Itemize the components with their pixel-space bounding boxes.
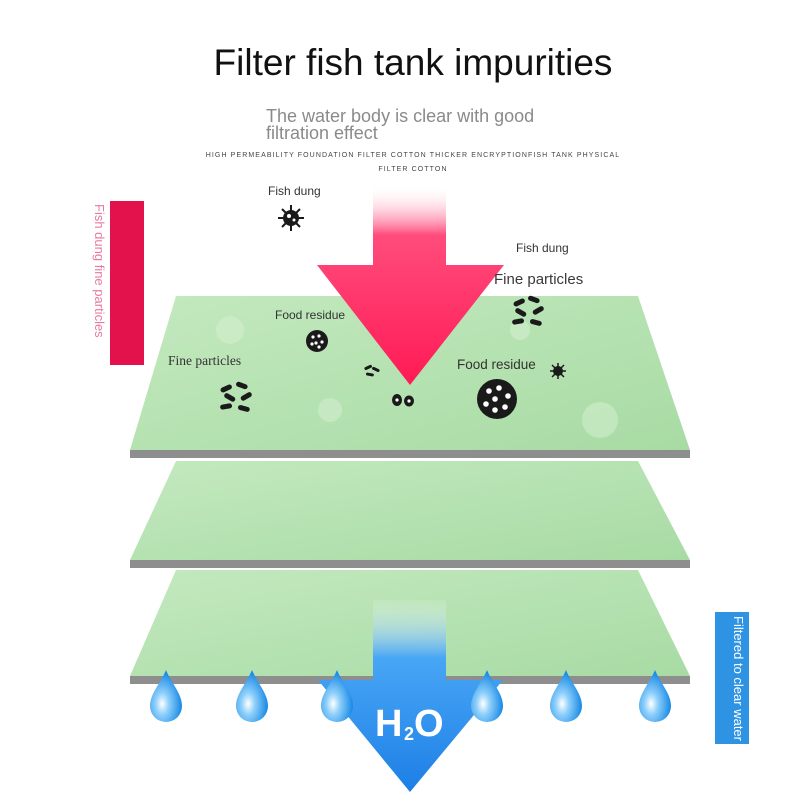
label-fine-particles-right: Fine particles [494, 271, 584, 288]
trapped-particles-icon [392, 394, 414, 407]
h2o-label: H 2 O [375, 703, 444, 745]
fine-particles-left-icon [220, 381, 252, 412]
water-droplet-icon [471, 670, 503, 722]
side-tag-left [110, 201, 144, 365]
small-germ-icon [550, 363, 566, 379]
water-droplet-icon [236, 670, 268, 722]
label-food-residue-right: Food residue [457, 357, 536, 372]
svg-text:2: 2 [404, 724, 414, 744]
tiny-particles-icon [364, 364, 380, 377]
label-fish-dung-right: Fish dung [516, 241, 569, 255]
water-droplet-icon [550, 670, 582, 722]
label-fish-dung-top: Fish dung [268, 184, 321, 198]
water-droplet-icon [639, 670, 671, 722]
side-tag-right-text: Filtered to clear water [731, 616, 746, 741]
page-title: Filter fish tank impurities [213, 42, 613, 83]
food-residue-small-icon [306, 330, 328, 352]
water-droplets [150, 670, 671, 722]
svg-text:H: H [375, 703, 402, 745]
food-residue-large-icon [477, 379, 517, 419]
side-tag-right [715, 612, 749, 744]
svg-text:O: O [414, 703, 444, 745]
water-droplet-icon [150, 670, 182, 722]
side-tag-left-text: Fish dung fine particles [92, 204, 107, 338]
fine-particles-right-icon [512, 295, 544, 326]
filter-layer-middle [130, 461, 690, 568]
water-droplet-icon [321, 670, 353, 722]
label-food-residue-left: Food residue [275, 308, 346, 322]
subtitle: The water body is clear with good filtra… [266, 106, 535, 143]
label-fine-particles-left: Fine particles [168, 353, 242, 368]
impurities-arrow [317, 185, 504, 385]
fish-dung-icon [278, 205, 304, 231]
product-caption: HIGH PERMEABILITY FOUNDATION FILTER COTT… [205, 152, 621, 173]
clear-water-arrow [318, 600, 503, 792]
